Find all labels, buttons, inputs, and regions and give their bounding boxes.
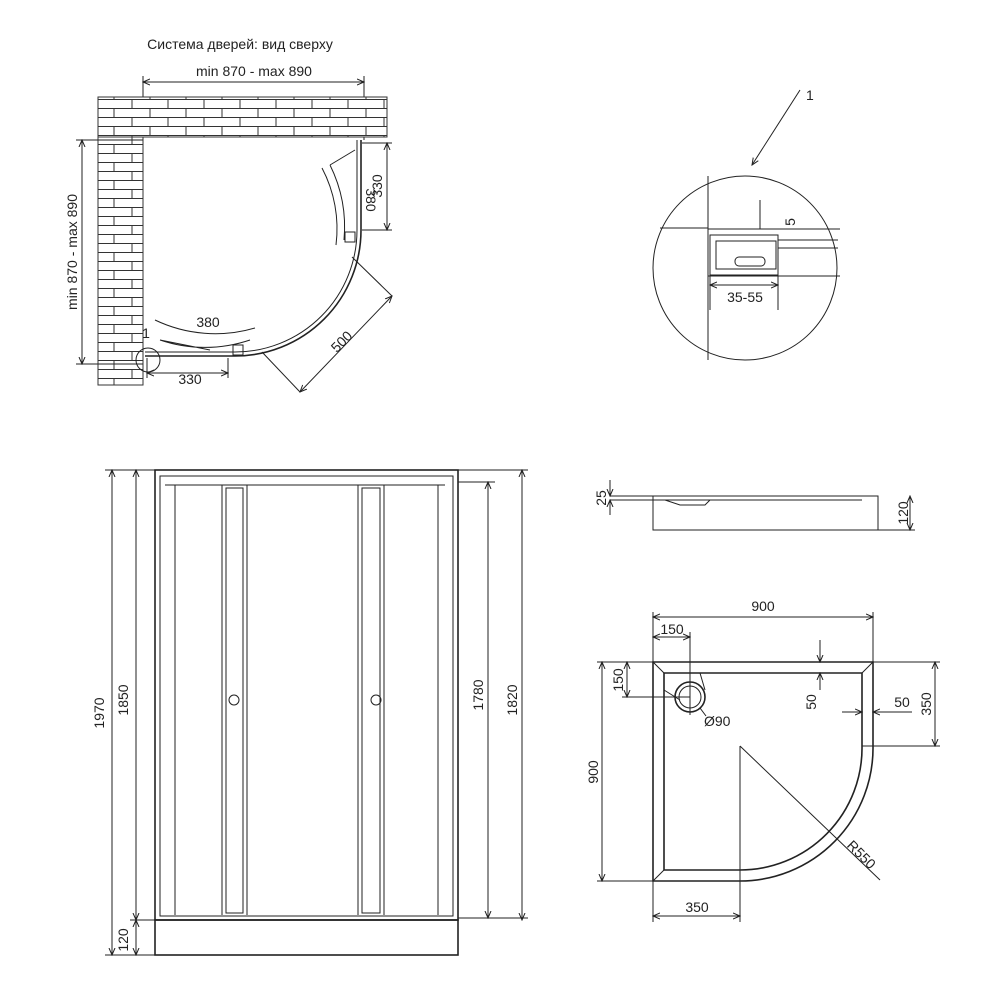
tray-top-view: 900 150 150 Ø90 50 50 350 900 R550 350 xyxy=(585,598,940,922)
handle-left-icon xyxy=(228,694,240,706)
straight-bottom-dim: 350 xyxy=(685,899,709,915)
enclosure-outline xyxy=(145,140,362,357)
tray-front xyxy=(154,919,459,956)
door-system-top-view: Система дверей: вид сверху min 870 - max… xyxy=(64,36,392,392)
drain-diameter: Ø90 xyxy=(704,713,731,729)
door-swing-right xyxy=(321,149,356,246)
adjust-range: 35-55 xyxy=(727,289,763,305)
tray-lip-dim: 25 xyxy=(593,490,609,506)
tray-depth-dim: 900 xyxy=(585,760,601,784)
gap-dim: 5 xyxy=(782,218,798,226)
door-height-dim: 1780 xyxy=(470,679,486,710)
rim-top-dim: 50 xyxy=(803,694,819,710)
brick-wall-left xyxy=(97,136,144,386)
radius-dim: R550 xyxy=(844,837,879,872)
tray-width-dim: 900 xyxy=(751,598,775,614)
front-elevation: 1970 1850 120 1780 1820 xyxy=(91,470,528,955)
straight-side-dim: 350 xyxy=(918,692,934,716)
tray-height-dim: 120 xyxy=(115,928,131,952)
rim-right-dim: 50 xyxy=(894,694,910,710)
side-bottom-dim: 330 xyxy=(178,371,202,387)
frame-height-dim: 1850 xyxy=(115,684,131,715)
panel-height-dim: 1820 xyxy=(504,684,520,715)
door-swing-bottom xyxy=(154,319,256,351)
detail-callout: 1 xyxy=(806,87,814,103)
tray-height-side-dim: 120 xyxy=(895,501,911,525)
door-open-right: 380 xyxy=(363,188,379,212)
plan-title: Система дверей: вид сверху xyxy=(147,36,333,52)
plan-callout: 1 xyxy=(142,325,150,341)
detail-callout-circle xyxy=(135,347,161,373)
depth-dim: min 870 - max 890 xyxy=(64,194,80,310)
tray-side-view: 25 120 xyxy=(593,480,915,530)
wall-profile-detail: 1 5 35-55 xyxy=(652,87,840,361)
drain-y-dim: 150 xyxy=(610,668,626,692)
door-open-bottom: 380 xyxy=(196,314,220,330)
total-height-dim: 1970 xyxy=(91,697,107,728)
diagonal-dim: 500 xyxy=(328,327,356,355)
drain-x-dim: 150 xyxy=(660,621,684,637)
brick-wall-top xyxy=(97,96,388,138)
width-dim: min 870 - max 890 xyxy=(196,63,312,79)
side-right-dim: 330 xyxy=(369,174,385,198)
handle-right-icon xyxy=(370,694,382,706)
